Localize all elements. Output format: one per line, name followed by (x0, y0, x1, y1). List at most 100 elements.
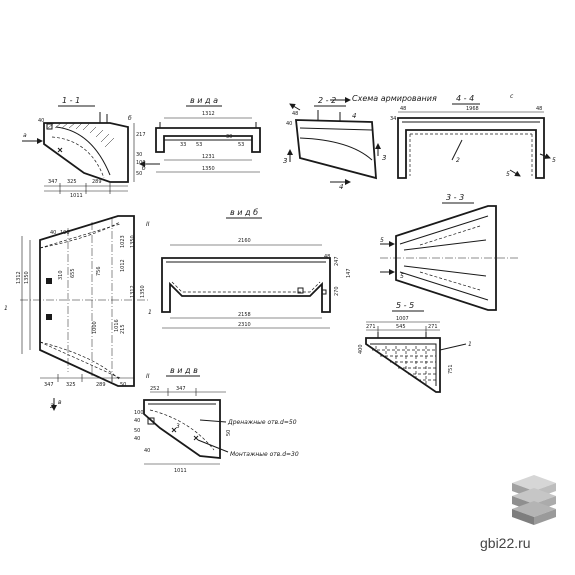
plan-dim-756: 756 (96, 266, 102, 276)
dim-289: 289 (92, 179, 102, 185)
view-a: в и д а 1312 33 53 30 53 1231 1350 (155, 96, 261, 173)
dim-40-vv: 40 (134, 418, 140, 424)
plan-dim-1350c: 1350 (130, 235, 136, 248)
s44-marker-5a: 5 (506, 171, 510, 178)
dim-270: 270 (334, 286, 340, 296)
view-b: в и д б 2160 48 247 147 270 2158 2310 (161, 208, 352, 329)
dim-48-vb: 48 (324, 254, 330, 260)
dim-1312: 1312 (202, 111, 215, 117)
dim-1011-vv: 1011 (174, 468, 187, 474)
dim-53b: 53 (238, 142, 244, 148)
dim-50b-vv: 50 (226, 430, 232, 436)
section-1-1-title: 1 - 1 (62, 96, 80, 105)
plan-dim-289: 289 (96, 382, 106, 388)
dim-2310: 2310 (238, 322, 251, 328)
plan-dim-215: 215 (120, 324, 126, 334)
dim-1968: 1968 (466, 106, 479, 112)
dim-34-s44: 34 (390, 116, 396, 122)
plan-marker-2: 2 (50, 403, 54, 410)
plan-dim-1312: 1312 (16, 271, 22, 284)
dim-347-vv: 347 (176, 386, 186, 392)
dim-217: 217 (136, 132, 146, 138)
dim-1350: 1350 (202, 166, 215, 172)
view-a-title: в и д а (190, 96, 218, 105)
dim-1011: 1011 (70, 193, 83, 199)
s22-marker-4: 4 (339, 183, 343, 191)
view-v: в и д в 252 347 100 40 50 40 50 3 1011 4… (134, 366, 299, 474)
plan-marker-II-bottom: II (146, 373, 150, 380)
view-b-title: в и д б (230, 208, 258, 217)
plan-dim-1023: 1023 (120, 235, 126, 248)
dim-252: 252 (150, 386, 160, 392)
plan-marker-1-left: 1 (4, 305, 8, 312)
dim-1231: 1231 (202, 154, 215, 160)
dim-325: 325 (67, 179, 77, 185)
dim-2158: 2158 (238, 312, 251, 318)
dim-40b-vv: 40 (134, 436, 140, 442)
dim-50: 50 (136, 171, 142, 177)
dim-53a: 53 (196, 142, 202, 148)
reinforcement-title: Схема армирования (352, 94, 437, 103)
plan-dim-310: 310 (58, 270, 64, 280)
s44-marker-5b: 5 (552, 157, 556, 164)
section-4-4-title: 4 - 4 (456, 94, 474, 103)
plan-dim-1000: 1000 (92, 321, 98, 334)
plan-dim-40: 40 (50, 230, 56, 236)
brand-label: gbi22.ru (480, 535, 531, 551)
dim-40-s22: 40 (286, 121, 292, 127)
s44-marker-c: c (510, 93, 514, 100)
plan-marker-II-top: II (146, 221, 150, 228)
plan-dim-1350b: 1350 (140, 285, 146, 298)
dim-30b: 30 (226, 134, 232, 140)
s22-marker-4b: 4 (352, 112, 356, 120)
dim-50-vv: 50 (134, 428, 140, 434)
plan-dim-325: 325 (66, 382, 76, 388)
dim-40: 40 (38, 118, 44, 124)
section-2-2-title: 2 - 2 (318, 96, 336, 105)
dim-147: 147 (346, 268, 352, 278)
dim-271a: 271 (366, 324, 376, 330)
dim-48-s44a: 48 (400, 106, 406, 112)
dim-247: 247 (334, 256, 340, 266)
dim-1007: 1007 (396, 316, 409, 322)
section-5-5: 5 - 5 1007 271 545 271 400 751 1 (358, 301, 472, 393)
plan-dim-1016: 1016 (114, 319, 120, 332)
plan-dim-655: 655 (70, 268, 76, 278)
vv-marker-3: 3 (176, 423, 180, 430)
note-mount-holes: Монтажные отв.d=30 (230, 451, 299, 458)
plan-marker-v: в (58, 399, 62, 406)
dim-100-vv: 100 (134, 410, 144, 416)
section-5-5-title: 5 - 5 (396, 301, 414, 310)
s55-mark-1: 1 (468, 341, 472, 348)
plan-dim-50: 50 (120, 382, 126, 388)
plan-view: 1312 1350 40 100 310 655 756 1012 1016 1… (4, 215, 152, 411)
rebar-mark-2: 2 (456, 157, 460, 164)
note-drain-holes: Дренажные отв.d=50 (227, 419, 297, 426)
dim-347: 347 (48, 179, 58, 185)
gbi22-logo-icon (512, 475, 556, 525)
plan-dim-1312b: 1312 (130, 285, 136, 298)
plan-marker-1-right: 1 (148, 309, 152, 316)
dim-33: 33 (180, 142, 186, 148)
plan-dim-100: 100 (60, 230, 70, 236)
dim-40c-vv: 40 (144, 448, 150, 454)
s22-marker-3: 3 (283, 157, 287, 165)
plan-dim-1012: 1012 (120, 259, 126, 272)
dim-751: 751 (448, 364, 454, 374)
dim-30: 30 (136, 152, 142, 158)
s22-marker-3b: 3 (382, 154, 386, 162)
section-2-2: 2 - 2 48 40 3 3 4 4 (283, 96, 386, 191)
plan-dim-347: 347 (44, 382, 54, 388)
section-3-3: 3 - 3 5 5 (380, 193, 520, 311)
reinforcement-scheme: Схема армирования 4 - 4 c 48 34 1968 48 … (352, 93, 556, 179)
section-1-1-marker-b: б (142, 165, 146, 172)
s33-marker-5b: 5 (400, 273, 404, 280)
dim-271b: 271 (428, 324, 438, 330)
plan-dim-1350: 1350 (24, 271, 30, 284)
section-3-3-title: 3 - 3 (446, 193, 464, 202)
section-1-1: 1 - 1 а 347 325 289 1011 40 100 217 50 3… (22, 96, 160, 199)
s33-marker-5a: 5 (380, 237, 384, 244)
section-1-1-marker-a: а (23, 132, 27, 139)
dim-545: 545 (396, 324, 406, 330)
